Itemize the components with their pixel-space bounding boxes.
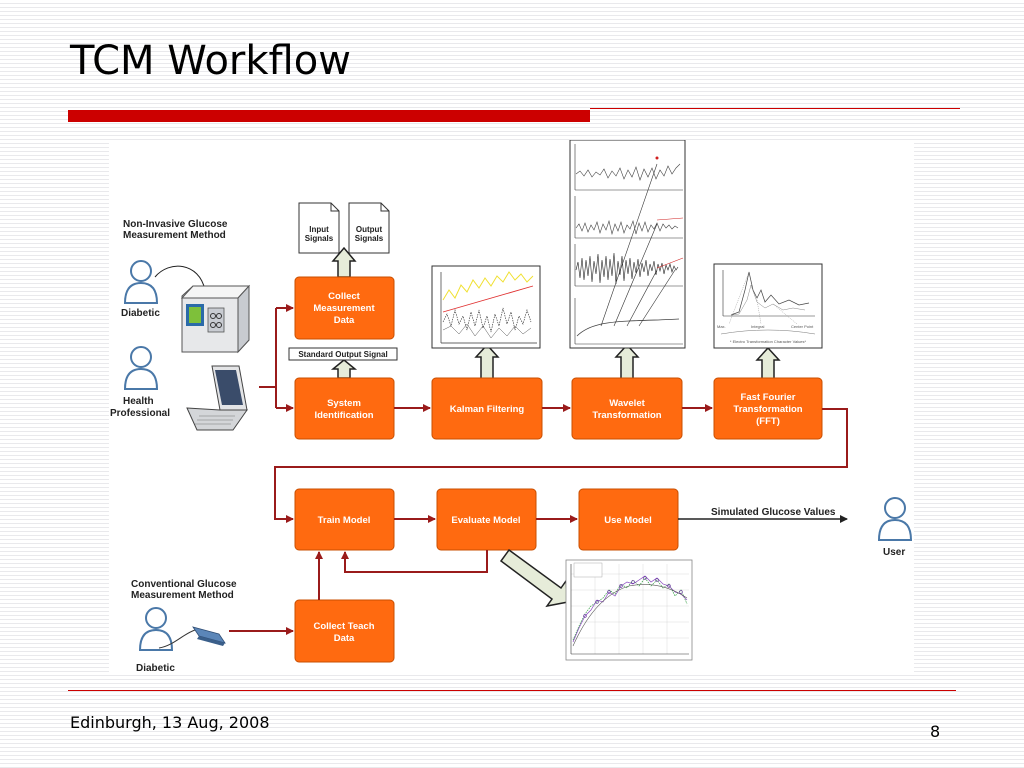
output-signals-line1: Output bbox=[356, 225, 383, 234]
source-bracket-arrows bbox=[259, 304, 294, 412]
slide-title: TCM Workflow bbox=[70, 38, 351, 84]
wavelet-transformation-plot bbox=[569, 140, 686, 349]
svg-text:Kalman Filtering: Kalman Filtering bbox=[450, 404, 525, 415]
up-arrow-fft-to-plot bbox=[755, 346, 781, 381]
kalman-filter-plot bbox=[431, 265, 541, 349]
svg-text:Collect Teach: Collect Teach bbox=[313, 621, 374, 632]
collect-teach-data-box: Collect Teach Data bbox=[294, 599, 395, 663]
input-signals-line2: Signals bbox=[305, 234, 334, 243]
page-number: 8 bbox=[930, 722, 941, 741]
svg-text:Fast Fourier: Fast Fourier bbox=[741, 392, 796, 403]
sensor-cable bbox=[154, 265, 206, 291]
health-label-line1: Health bbox=[123, 396, 154, 407]
up-arrow-wavelet-to-plot bbox=[614, 343, 640, 381]
evaluation-result-plot bbox=[565, 559, 693, 661]
train-model-box: Train Model bbox=[294, 488, 395, 551]
title-underline-rule bbox=[590, 108, 960, 109]
fft-max-label: Max. bbox=[717, 324, 726, 329]
footer-location-date: Edinburgh, 13 Aug, 2008 bbox=[70, 713, 270, 732]
svg-text:Train Model: Train Model bbox=[318, 515, 371, 526]
svg-text:Standard Output Signal: Standard Output Signal bbox=[298, 350, 387, 359]
evaluate-model-box: Evaluate Model bbox=[436, 488, 537, 551]
conventional-diabetic-label: Diabetic bbox=[136, 663, 175, 672]
workflow-diagram-svg: Non-Invasive Glucose Measurement Method … bbox=[110, 140, 913, 672]
fft-center-point-label: Center Point bbox=[791, 324, 814, 329]
svg-text:Collect: Collect bbox=[328, 291, 361, 302]
svg-text:Transformation: Transformation bbox=[592, 410, 661, 421]
health-professional-icon bbox=[123, 346, 159, 390]
diabetic-person-icon bbox=[123, 260, 159, 304]
standard-output-signal-label: Standard Output Signal bbox=[288, 347, 398, 361]
svg-text:Data: Data bbox=[334, 633, 355, 644]
workflow-diagram: Non-Invasive Glucose Measurement Method … bbox=[109, 140, 914, 672]
up-arrow-collect-to-documents bbox=[331, 246, 357, 278]
flow-arrows bbox=[229, 404, 848, 635]
collect-measurement-data-box: Collect Measurement Data bbox=[294, 276, 395, 340]
fft-integral-label: Integral bbox=[751, 324, 764, 329]
measurement-device-icon bbox=[180, 284, 251, 354]
conventional-diabetic-icon bbox=[138, 607, 174, 651]
svg-text:Evaluate Model: Evaluate Model bbox=[451, 515, 520, 526]
output-signals-document: Output Signals bbox=[348, 202, 390, 254]
kalman-filtering-box: Kalman Filtering bbox=[431, 377, 543, 440]
svg-text:(FFT): (FFT) bbox=[756, 416, 780, 427]
input-signals-document: Input Signals bbox=[298, 202, 340, 254]
fft-caption: * Electro Transformation Character Value… bbox=[730, 339, 807, 344]
up-arrow-kalman-to-plot bbox=[474, 343, 500, 381]
conventional-heading-line1: Conventional Glucose bbox=[131, 579, 237, 590]
up-arrow-sysid-to-standard-signal bbox=[330, 359, 358, 379]
health-label-line2: Professional bbox=[110, 408, 170, 419]
noninvasive-heading-line1: Non-Invasive Glucose bbox=[123, 219, 228, 230]
noninvasive-heading: Non-Invasive Glucose Measurement Method bbox=[123, 219, 228, 241]
svg-text:System: System bbox=[327, 398, 361, 409]
svg-text:Measurement: Measurement bbox=[313, 303, 375, 314]
noninvasive-heading-line2: Measurement Method bbox=[123, 230, 226, 241]
system-identification-box: System Identification bbox=[294, 377, 395, 440]
svg-text:Identification: Identification bbox=[314, 410, 373, 421]
footer-rule bbox=[68, 690, 956, 691]
output-signals-line2: Signals bbox=[355, 234, 384, 243]
svg-text:Wavelet: Wavelet bbox=[609, 398, 645, 409]
title-underline-bar bbox=[68, 110, 590, 122]
evaluate-to-plot-arrow bbox=[499, 548, 569, 608]
glucose-meter-icon bbox=[158, 626, 226, 649]
svg-text:Use Model: Use Model bbox=[604, 515, 652, 526]
diabetic-label: Diabetic bbox=[121, 308, 160, 319]
conventional-heading-line2: Measurement Method bbox=[131, 590, 234, 601]
svg-text:Transformation: Transformation bbox=[733, 404, 802, 415]
simulated-glucose-values-label: Simulated Glucose Values bbox=[711, 507, 836, 518]
end-user-label: User bbox=[883, 547, 905, 558]
fft-box: Fast Fourier Transformation (FFT) bbox=[713, 377, 823, 440]
svg-text:Data: Data bbox=[334, 315, 355, 326]
input-signals-line1: Input bbox=[309, 225, 329, 234]
end-user-icon bbox=[877, 497, 913, 541]
use-model-box: Use Model bbox=[578, 488, 679, 551]
wavelet-transformation-box: Wavelet Transformation bbox=[571, 377, 683, 440]
fft-character-plot: Max. Integral Center Point * Electro Tra… bbox=[713, 263, 823, 349]
laptop-icon bbox=[186, 365, 248, 431]
